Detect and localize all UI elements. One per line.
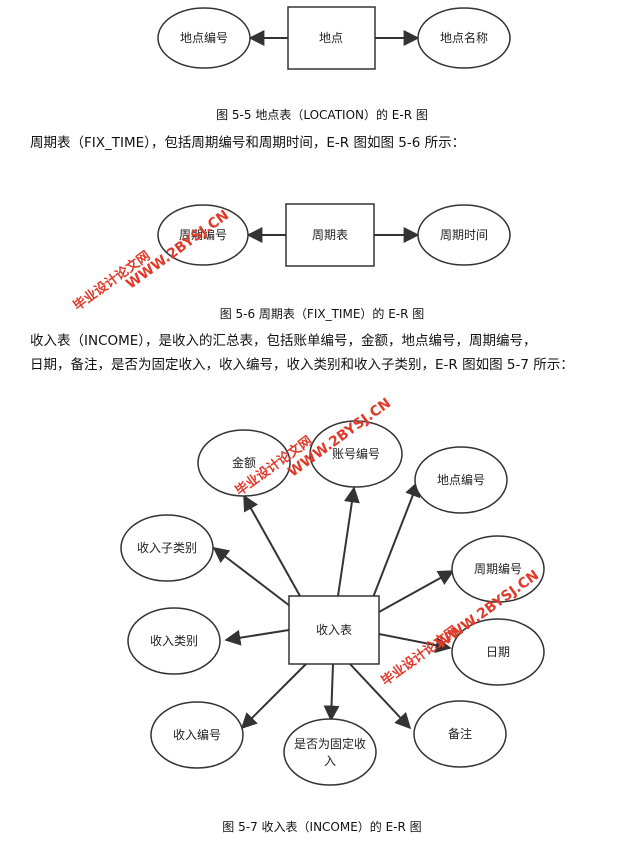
attr-category-label: 收入类别 [150, 634, 198, 648]
attr-fixed-label-line1: 是否为固定收 [294, 736, 366, 751]
diagram-income: 收入表 金额 账号编号 地点编号 收入子类别 周期编号 收入类别 日期 收入编号… [120, 420, 545, 786]
attr-amount [197, 429, 291, 497]
edge-amount [243, 494, 301, 597]
attr-date [451, 618, 545, 686]
attr-subcategory-label: 收入子类别 [137, 541, 197, 555]
attr-subcategory [120, 514, 214, 582]
attr-location-name [417, 7, 511, 69]
attr-location-name-label: 地点名称 [440, 30, 488, 45]
attr-location-id [157, 7, 251, 69]
edge-account [337, 486, 360, 597]
edge-note [349, 663, 412, 730]
entity-fix-time [285, 203, 375, 267]
edge-location [371, 480, 421, 601]
attr-amount-label: 金额 [232, 455, 256, 470]
edge-period [378, 570, 455, 613]
edge-category [224, 629, 290, 646]
attr-income-id-label: 收入编号 [173, 727, 221, 742]
attr-note-label: 备注 [448, 726, 472, 741]
attr-date-label: 日期 [486, 645, 510, 659]
entity-income-label: 收入表 [316, 623, 352, 637]
edge-date [378, 633, 452, 654]
attr-period-label: 周期编号 [474, 561, 522, 576]
attr-location [414, 446, 508, 514]
diagram-location: 地点编号 地点 地点名称 [157, 6, 511, 70]
attr-location-label: 地点编号 [437, 472, 485, 487]
attr-fixed [283, 718, 377, 786]
edge-fixed [323, 663, 340, 722]
entity-fix-time-label: 周期表 [312, 228, 348, 242]
diagram-fix-time: 周期编号 周期表 周期时间 [157, 203, 511, 267]
entity-location [287, 6, 376, 70]
paragraph-income-line2: 日期，备注，是否为固定收入，收入编号，收入类别和收入子类别，E-R 图如图 5-… [30, 357, 574, 373]
attr-category [127, 607, 221, 675]
figure-caption-5-6: 图 5-6 周期表（FIX_TIME）的 E-R 图 [219, 307, 425, 321]
attr-location-id-label: 地点编号 [180, 30, 228, 45]
paragraph-income-line1: 收入表（INCOME），是收入的汇总表，包括账单编号，金额，地点编号，周期编号， [30, 333, 537, 349]
figure-caption-5-5: 图 5-5 地点表（LOCATION）的 E-R 图 [216, 108, 428, 122]
attr-period [451, 535, 545, 603]
attr-account-label: 账号编号 [332, 446, 380, 461]
edge-income-id [240, 663, 307, 730]
attr-fixed-label-line2: 入 [324, 754, 336, 768]
entity-income [288, 595, 380, 665]
attr-account [309, 420, 403, 488]
entity-location-label: 地点 [319, 31, 343, 45]
attr-period-id [157, 204, 249, 266]
figure-caption-5-7: 图 5-7 收入表（INCOME）的 E-R 图 [222, 820, 422, 834]
attr-period-id-label: 周期编号 [179, 227, 227, 242]
attr-period-time [417, 204, 511, 266]
attr-period-time-label: 周期时间 [440, 228, 488, 242]
edge-subcategory [212, 547, 291, 607]
attr-income-id [150, 701, 244, 769]
attr-note [413, 700, 507, 768]
paragraph-fix-time: 周期表（FIX_TIME），包括周期编号和周期时间，E-R 图如图 5-6 所示… [30, 135, 466, 151]
